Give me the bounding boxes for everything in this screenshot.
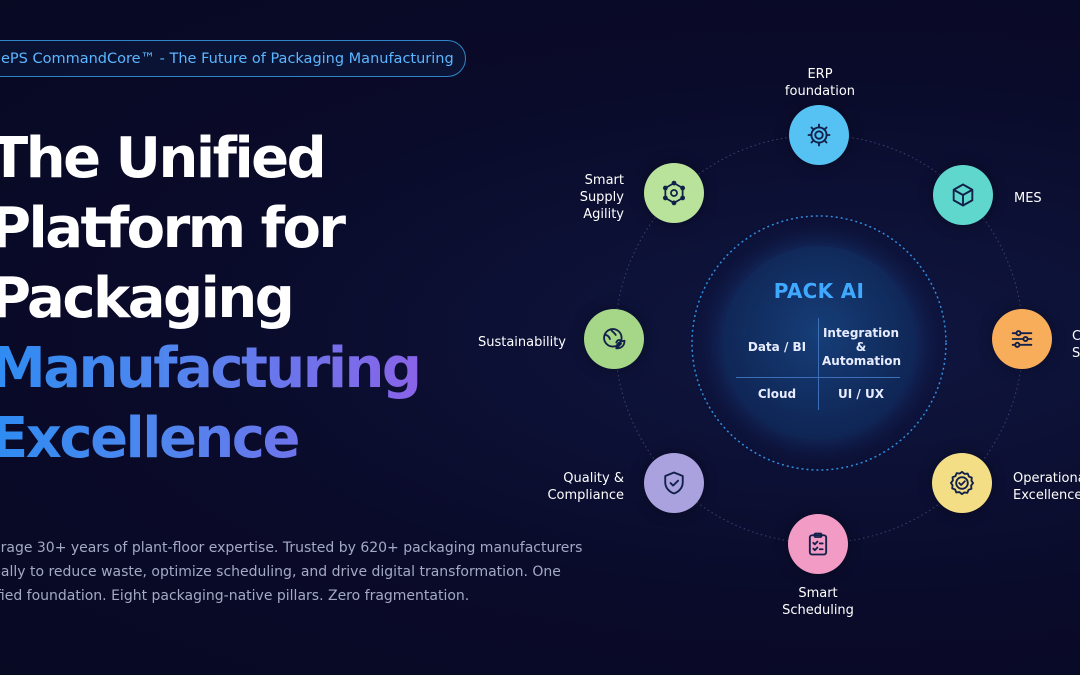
- pillar-quality-compliance-node[interactable]: [644, 453, 704, 513]
- hero-description: erage 30+ years of plant-floor expertise…: [0, 536, 583, 608]
- pillar-ssa-label-line-1: Smart: [584, 173, 624, 188]
- pillar-erp-label-line-2: foundation: [784, 84, 856, 99]
- core-cell-integration-line-3: Automation: [822, 354, 902, 368]
- core-cell-ui-ux: UI / UX: [838, 387, 884, 401]
- pillar-ssa-label-line-2: Supply: [579, 190, 624, 205]
- pillar-c-s-label-line-1: C: [1072, 329, 1080, 344]
- clipboard-check-icon: [808, 532, 828, 556]
- pillar-qual-label-line-1: Quality &: [563, 471, 624, 486]
- tagline-badge: ePS CommandCore™ - The Future of Packagi…: [0, 40, 466, 77]
- pack-ai-core: [722, 246, 916, 440]
- pillar-ops-label-line-2: Excellence: [1013, 488, 1080, 503]
- pillar-erp-label: ERP foundation: [760, 66, 880, 100]
- globe-leaf-icon: [603, 328, 626, 350]
- pillar-erp-label-line-1: ERP: [807, 67, 833, 82]
- pillar-sch-label-line-2: Scheduling: [782, 603, 854, 618]
- hero-title-line-2: Platform for: [0, 196, 346, 261]
- hero-title-line-3: Packaging: [0, 266, 295, 331]
- pillar-sustainability-label: Sustainability: [446, 334, 566, 351]
- cube-icon: [952, 183, 974, 207]
- hero-title-highlight-1: Manufacturing: [0, 334, 422, 404]
- pack-ai-title: PACK AI: [773, 279, 865, 303]
- hero-description-line-1: erage 30+ years of plant-floor expertise…: [0, 540, 583, 556]
- pillar-mes-label-line-1: MES: [1014, 191, 1042, 206]
- core-cell-integration-line-2: &: [855, 340, 867, 354]
- badge-check-icon: [949, 470, 975, 496]
- shield-check-icon: [664, 471, 684, 495]
- pillar-mes-node[interactable]: [933, 165, 993, 225]
- gear-cog-icon: [807, 123, 831, 147]
- core-cell-data-bi: Data / BI: [747, 340, 807, 354]
- pillar-ssa-label-line-3: Agility: [583, 207, 624, 222]
- pillar-c-s-label-line-2: S: [1072, 346, 1080, 361]
- pillar-smart-scheduling-label: Smart Scheduling: [758, 585, 878, 619]
- hero-title: The Unified Platform for Packaging Manuf…: [0, 124, 422, 474]
- sliders-icon: [1011, 330, 1033, 348]
- pillar-smart-scheduling-node[interactable]: [788, 514, 848, 574]
- pillar-qual-label-line-2: Compliance: [547, 488, 624, 503]
- tagline-badge-text: ePS CommandCore™ - The Future of Packagi…: [1, 50, 454, 67]
- pillar-smart-supply-agility-label: Smart Supply Agility: [544, 172, 624, 223]
- hero-description-line-3: ified foundation. Eight packaging-native…: [0, 588, 470, 604]
- pillar-operational-excellence-label: Operationa Excellence: [1013, 470, 1080, 504]
- pillar-sus-label-line-1: Sustainability: [477, 335, 566, 350]
- pillar-mes-label: MES: [1014, 190, 1042, 207]
- network-hex-icon: [662, 180, 686, 206]
- core-divider-vertical: [818, 318, 819, 410]
- core-cell-integration: Integration & Automation: [822, 326, 902, 368]
- pillar-smart-supply-agility-node[interactable]: [644, 163, 704, 223]
- hero-description-line-2: bally to reduce waste, optimize scheduli…: [0, 564, 561, 580]
- pillar-ops-label-line-1: Operationa: [1013, 471, 1080, 486]
- core-divider-horizontal: [736, 377, 900, 378]
- pillar-erp-node[interactable]: [789, 105, 849, 165]
- pillar-sch-label-line-1: Smart: [798, 586, 838, 601]
- core-cell-integration-line-1: Integration: [822, 326, 900, 340]
- pillar-quality-compliance-label: Quality & Compliance: [524, 470, 624, 504]
- pillar-c-s-label: C S: [1072, 328, 1080, 362]
- pillar-c-s-node[interactable]: [992, 309, 1052, 369]
- pillar-sustainability-node[interactable]: [584, 309, 644, 369]
- hero-title-highlight-2: Excellence: [0, 404, 420, 474]
- pillar-operational-excellence-node[interactable]: [932, 453, 992, 513]
- hero-title-line-1: The Unified: [0, 126, 327, 191]
- core-cell-cloud: Cloud: [757, 387, 797, 401]
- inner-ring: [691, 215, 947, 471]
